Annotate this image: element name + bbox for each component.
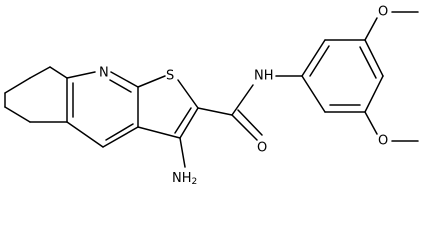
bond-ar-3b — [359, 46, 377, 79]
bond-th-4 — [137, 126, 181, 139]
atom-nh-amide: NH — [254, 69, 274, 84]
bond-ar-3 — [364, 39, 384, 77]
bond-ar-1 — [301, 39, 326, 77]
atom-nh2-text: NH — [172, 171, 192, 186]
bond-ar-6 — [301, 75, 326, 113]
bond-th-2 — [177, 79, 199, 109]
bond-py-2 — [66, 71, 96, 79]
bond-lines — [4, 11, 419, 168]
bond-ch2-b — [4, 77, 31, 94]
bond-ar-1b — [309, 45, 330, 77]
atom-n-ring: N — [99, 66, 109, 81]
bond-ome-top-1 — [364, 17, 378, 41]
bond-ch2-e — [4, 106, 31, 123]
atom-nh2-subscript: 2 — [192, 177, 198, 187]
bond-th-3b — [174, 107, 192, 134]
bond-py-3 — [66, 121, 104, 148]
atom-o-carbonyl: O — [257, 141, 267, 156]
atom-o-methoxy-bottom: O — [378, 134, 388, 149]
bond-th-1 — [137, 75, 166, 88]
bond-py-4b — [105, 123, 134, 141]
structure-diagram: N S NH O NH2 O O — [4, 5, 419, 188]
bond-th-3 — [179, 107, 199, 139]
bond-ch2-d — [49, 66, 68, 79]
atom-s-ring: S — [166, 69, 174, 84]
bond-ome-bot-1 — [364, 111, 378, 135]
bond-co-o-1 — [231, 114, 258, 141]
bond-c-co — [197, 107, 233, 116]
atom-labels: N S NH O NH2 O O — [99, 5, 388, 188]
atom-o-methoxy-top: O — [378, 5, 388, 20]
bond-c-nh2 — [179, 137, 186, 168]
bond-co-o-2 — [237, 109, 263, 136]
bond-co-nh — [231, 84, 254, 116]
bond-py-4 — [102, 126, 139, 148]
bond-py-6 — [110, 71, 139, 88]
atom-nh2: NH2 — [172, 171, 197, 188]
bond-ch2-c — [29, 66, 51, 79]
bond-ar-4 — [364, 75, 384, 113]
bond-py-6b — [109, 79, 132, 93]
